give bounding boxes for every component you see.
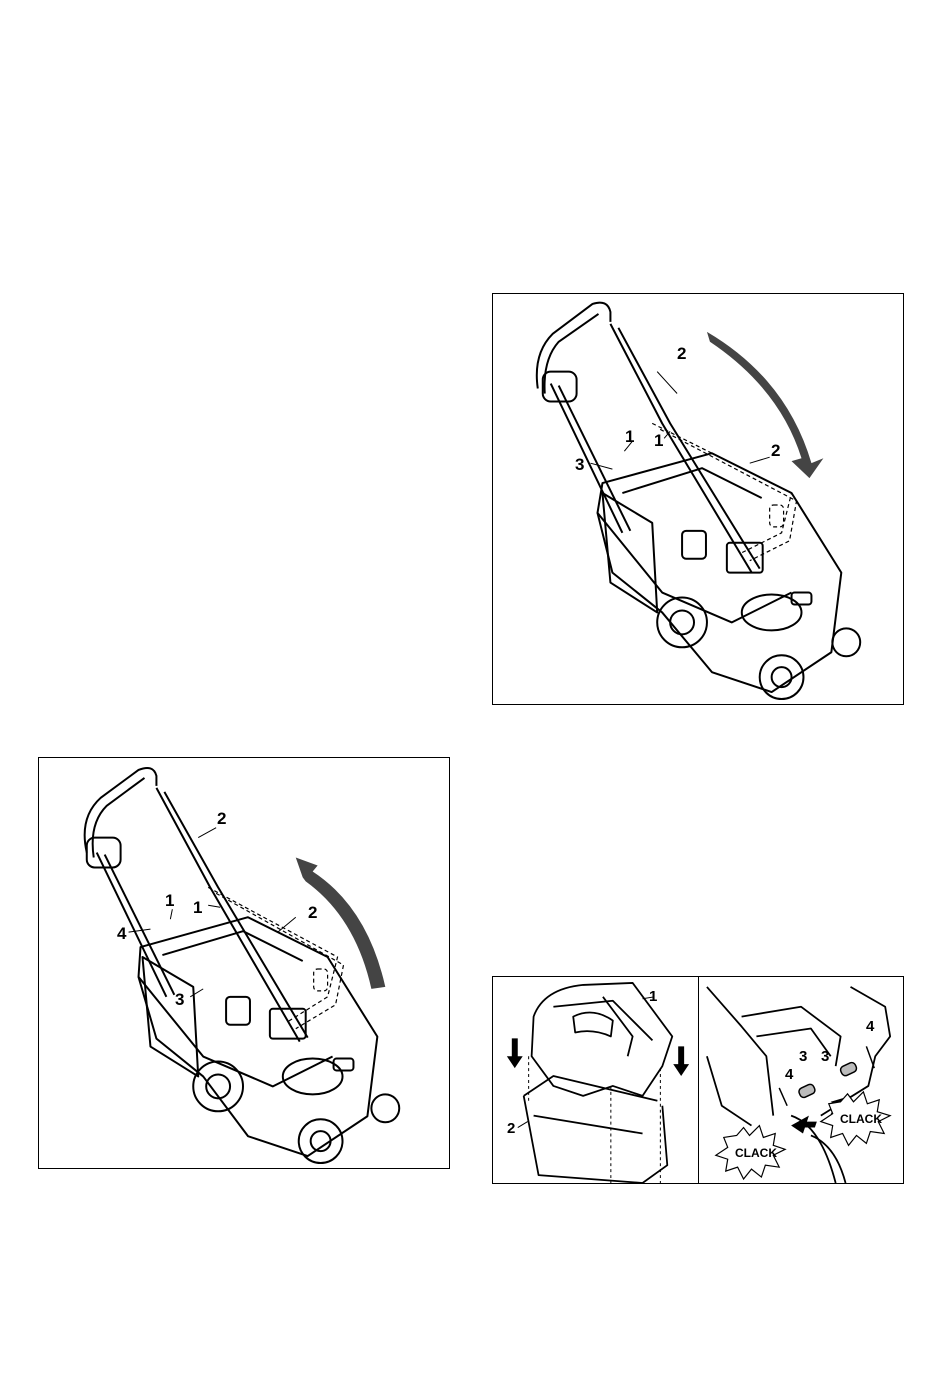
figure-grass-box-assembly: 1 2 3 3 4 4 CLACK CLACK [492, 976, 904, 1184]
mower-illustration-fold-up [39, 758, 449, 1168]
label-3-right: 3 [821, 1049, 829, 1064]
figure-handle-fold-down: 2 1 1 2 3 [492, 293, 904, 705]
label-2-lower: 2 [308, 904, 317, 921]
fold-arrow-down [707, 332, 823, 478]
fold-arrow-up [296, 858, 386, 989]
label-2: 2 [507, 1121, 515, 1136]
label-1: 1 [649, 989, 657, 1004]
arrow-down-right [673, 1046, 689, 1076]
label-2-lower: 2 [771, 442, 780, 459]
label-4: 4 [117, 925, 126, 942]
label-1-right: 1 [193, 899, 202, 916]
label-2-upper: 2 [217, 810, 226, 827]
label-4-right: 4 [866, 1019, 874, 1034]
label-3-left: 3 [799, 1049, 807, 1064]
clack-left: CLACK [735, 1147, 777, 1159]
label-1-left: 1 [165, 892, 174, 909]
clack-right: CLACK [840, 1113, 882, 1125]
label-4-left: 4 [785, 1067, 793, 1082]
mower-illustration-fold-down [493, 294, 903, 704]
label-1-right: 1 [654, 432, 663, 449]
figure-handle-fold-up: 2 1 1 2 4 3 [38, 757, 450, 1169]
label-3: 3 [575, 456, 584, 473]
panel-divider [698, 977, 699, 1183]
label-3: 3 [175, 991, 184, 1008]
label-2-upper: 2 [677, 345, 686, 362]
arrow-down-left [507, 1038, 523, 1068]
label-1-left: 1 [625, 428, 634, 445]
